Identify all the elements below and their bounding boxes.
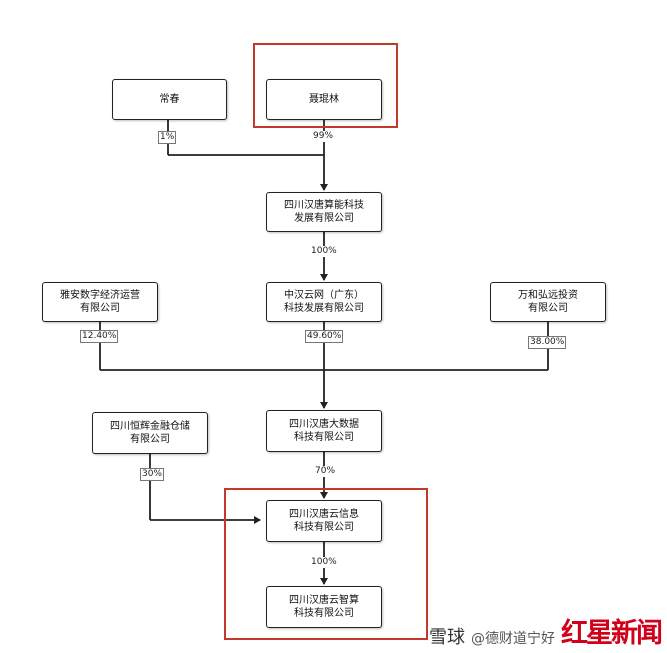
node-nie: 聂琨林 [266, 79, 382, 120]
node-hantangyun-xinxi: 四川汉唐云信息 科技有限公司 [266, 500, 382, 542]
node-label-line2: 有限公司 [528, 303, 568, 314]
pct-dashuju: 70% [314, 466, 337, 477]
pct-wanhe: 38.00% [528, 336, 567, 349]
highlight-hantangyun [224, 488, 428, 640]
node-zhonghanyun: 中汉云网（广东） 科技发展有限公司 [266, 282, 382, 322]
watermark: 雪球 @德财道宁好 红星新闻 [429, 618, 663, 649]
node-label-line1: 万和弘远投资 [518, 290, 578, 301]
node-label-line2: 科技发展有限公司 [284, 303, 364, 314]
node-label: 常春 [159, 94, 180, 105]
node-label-line1: 四川汉唐算能科技 [284, 200, 364, 211]
node-hengh: 四川恒辉金融仓储 有限公司 [92, 412, 208, 454]
node-hantang-suanneng: 四川汉唐算能科技 发展有限公司 [266, 192, 382, 232]
highlight-nie [253, 43, 398, 128]
node-label-line2: 科技有限公司 [294, 432, 354, 443]
node-hantang-dashuju: 四川汉唐大数据 科技有限公司 [266, 410, 382, 452]
node-yaan: 雅安数字经济运营 有限公司 [42, 282, 158, 322]
pct-nie: 99% [312, 131, 335, 142]
pct-hengh: 30% [140, 468, 165, 481]
node-label-line1: 四川汉唐云信息 [289, 509, 359, 520]
pct-suanneng-to-zhonghan: 100% [310, 246, 338, 257]
account-watermark: @德财道宁好 [471, 631, 555, 647]
node-hantangyun-zhisuan: 四川汉唐云智算 科技有限公司 [266, 586, 382, 628]
hongxing-news-logo: 红星新闻 [561, 618, 663, 649]
pct-changchun: 1% [158, 131, 177, 144]
node-wanhe: 万和弘远投资 有限公司 [490, 282, 606, 322]
node-label-line1: 中汉云网（广东） [284, 290, 364, 301]
node-label-line1: 雅安数字经济运营 [60, 290, 140, 301]
pct-zhonghan: 49.60% [305, 330, 344, 343]
node-changchun: 常春 [112, 79, 227, 120]
node-label: 聂琨林 [309, 94, 339, 105]
node-label-line1: 四川汉唐大数据 [289, 419, 359, 430]
xueqiu-watermark: 雪球 [429, 627, 465, 648]
node-label-line2: 发展有限公司 [294, 213, 354, 224]
node-label-line1: 四川恒辉金融仓储 [110, 421, 190, 432]
pct-xinxi-to-zhisuan: 100% [310, 557, 338, 568]
pct-yaan: 12.40% [80, 330, 119, 343]
node-label-line2: 有限公司 [130, 434, 170, 445]
node-label-line2: 科技有限公司 [294, 608, 354, 619]
node-label-line2: 科技有限公司 [294, 522, 354, 533]
node-label-line1: 四川汉唐云智算 [289, 595, 359, 606]
node-label-line2: 有限公司 [80, 303, 120, 314]
